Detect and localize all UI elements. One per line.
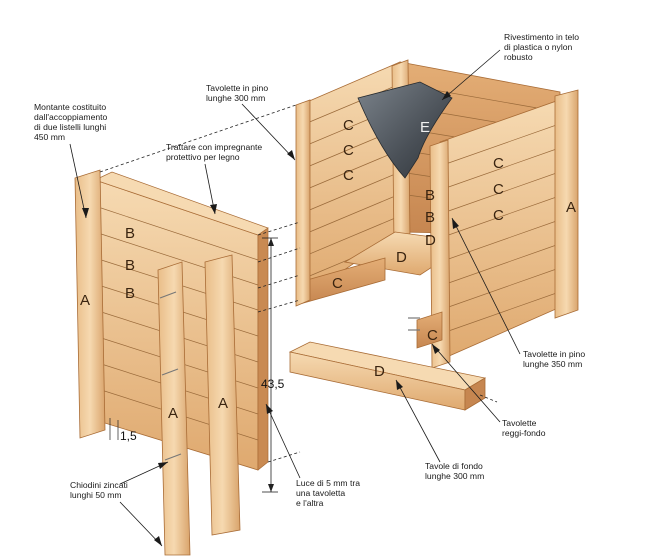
annotation-luce: Luce di 5 mm tra una tavoletta e l'altra xyxy=(265,403,360,508)
post-middle-b xyxy=(204,254,241,536)
nails xyxy=(159,291,420,461)
gap-value: 1,5 xyxy=(120,429,137,443)
luce-line-2: una tavoletta xyxy=(296,488,345,498)
front-panel: B B B A A A xyxy=(74,169,420,556)
tavole-fondo-line-1: Tavole di fondo xyxy=(425,461,483,471)
montante-line-1: Montante costituito xyxy=(34,102,106,112)
label-E: E xyxy=(420,119,430,136)
assembled-box: C C C E B B D D C C C C A C xyxy=(295,59,579,369)
label-C: C xyxy=(343,167,354,184)
label-B: B xyxy=(125,257,135,274)
label-C: C xyxy=(343,142,354,159)
annotation-reggi-fondo: Tavolette reggi-fondo xyxy=(431,343,546,438)
label-C: C xyxy=(332,275,343,292)
label-A: A xyxy=(566,199,576,216)
tavole-fondo-line-2: lunghe 300 mm xyxy=(425,471,484,481)
montante-line-3: di due listelli lunghi xyxy=(34,122,106,132)
corner-post-right xyxy=(554,89,579,319)
label-C: C xyxy=(343,117,354,134)
luce-line-1: Luce di 5 mm tra xyxy=(296,478,360,488)
post-left xyxy=(74,169,106,439)
front-right-wall xyxy=(439,97,566,361)
annotation-rivestimento: Rivestimento in telo di plastica o nylon… xyxy=(441,32,579,101)
luce-line-3: e l'altra xyxy=(296,498,324,508)
corner-post-front xyxy=(429,139,451,369)
label-C: C xyxy=(493,155,504,172)
reggi-fondo-line-1: Tavolette xyxy=(502,418,537,428)
dimension-gap: 1,5 xyxy=(109,418,137,443)
height-value: 43,5 xyxy=(261,377,285,391)
chiodini-line-1: Chiodini zincati xyxy=(70,480,128,490)
label-B: B xyxy=(425,187,435,204)
label-D: D xyxy=(425,232,436,249)
svg-text:Montante costituito: Montante costituito xyxy=(34,102,106,112)
montante-line-4: 450 mm xyxy=(34,132,65,142)
label-C: C xyxy=(493,207,504,224)
label-B: B xyxy=(425,209,435,226)
chiodini-line-2: lunghi 50 mm xyxy=(70,490,122,500)
annotation-tavolette-300: Tavolette in pino lunghe 300 mm xyxy=(206,83,296,161)
trattare-line-1: Trattare con impregnante xyxy=(166,142,262,152)
montante-line-2: dall'accoppiamento xyxy=(34,112,108,122)
label-A: A xyxy=(168,405,178,422)
corner-post-left xyxy=(295,99,311,307)
label-D: D xyxy=(374,363,385,380)
label-C: C xyxy=(493,181,504,198)
label-A: A xyxy=(218,395,228,412)
svg-text:450 mm: 450 mm xyxy=(34,132,65,142)
trattare-line-2: protettivo per legno xyxy=(166,152,240,162)
svg-text:dall'accoppiamento: dall'accoppiamento xyxy=(34,112,108,122)
reggi-fondo-block xyxy=(416,311,443,349)
tavolette-350-line-1: Tavolette in pino xyxy=(523,349,585,359)
label-B: B xyxy=(125,225,135,242)
label-B: B xyxy=(125,285,135,302)
tavolette-300-line-1: Tavolette in pino xyxy=(206,83,268,93)
annotation-chiodini: Chiodini zincati lunghi 50 mm xyxy=(70,461,169,547)
label-D: D xyxy=(396,249,407,266)
rivestimento-line-1: Rivestimento in telo xyxy=(504,32,579,42)
rivestimento-line-2: di plastica o nylon xyxy=(504,42,573,52)
dimension-height: 43,5 xyxy=(261,237,285,493)
tavolette-300-line-2: lunghe 300 mm xyxy=(206,93,265,103)
rivestimento-line-3: robusto xyxy=(504,52,533,62)
annotation-trattare: Trattare con impregnante protettivo per … xyxy=(166,142,262,215)
label-A: A xyxy=(80,292,90,309)
tavolette-350-line-2: lunghe 350 mm xyxy=(523,359,582,369)
svg-text:di due listelli lunghi: di due listelli lunghi xyxy=(34,122,106,132)
post-middle-a xyxy=(157,261,191,556)
plastic-liner xyxy=(357,81,453,179)
annotation-tavole-fondo: Tavole di fondo lunghe 300 mm xyxy=(395,379,484,481)
loose-floor-board: D xyxy=(288,341,487,411)
explosion-lines xyxy=(99,104,498,463)
reggi-fondo-line-2: reggi-fondo xyxy=(502,428,546,438)
label-C: C xyxy=(427,327,438,344)
annotation-tavolette-350: Tavolette in pino lunghe 350 mm xyxy=(451,217,585,369)
annotation-montante: Montante costituito dall'accoppiamento d… xyxy=(34,102,108,219)
